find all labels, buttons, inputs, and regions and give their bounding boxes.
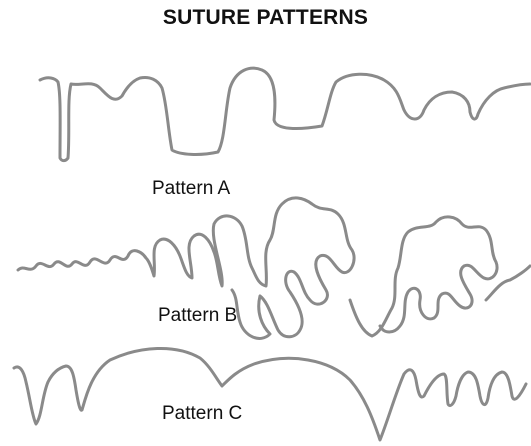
pattern-c-line <box>14 348 526 440</box>
pattern-b-line-right <box>350 217 530 336</box>
pattern-b-label: Pattern B <box>158 305 237 327</box>
pattern-a-label: Pattern A <box>152 178 230 200</box>
pattern-c-label: Pattern C <box>162 403 242 425</box>
pattern-a-line <box>40 68 530 160</box>
